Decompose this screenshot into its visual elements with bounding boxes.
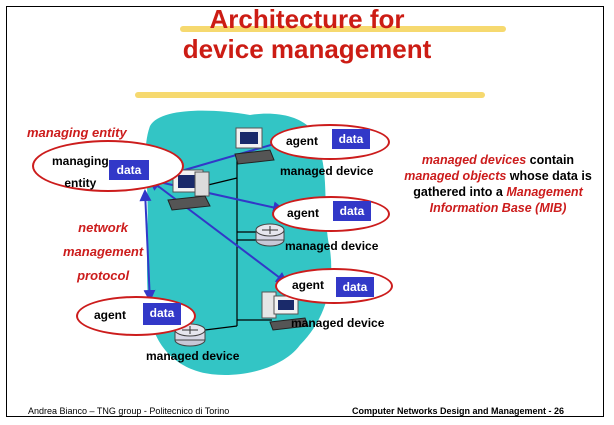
arrow-to-agent-3: [148, 178, 289, 285]
managing-entity-label: managing entity: [52, 154, 109, 190]
agent-label-1: agent: [286, 134, 319, 148]
protocol-label: network management protocol: [63, 220, 144, 283]
managed-device-label-2: managed device: [285, 239, 379, 253]
title-highlight-top: [180, 26, 506, 32]
agent-data-box-3: data: [336, 277, 374, 297]
agent-label-4: agent: [94, 308, 127, 322]
managed-device-label-4: managed device: [146, 349, 240, 363]
slide-title: Architecture for device management: [182, 4, 432, 64]
agent-label-3: agent: [292, 278, 325, 292]
agent-data-box-1: data: [332, 129, 370, 149]
managed-device-label-3: managed device: [291, 316, 385, 330]
arrow-to-agent-4: [139, 189, 156, 303]
computer-icon-top: [234, 127, 275, 165]
agent-data-box-2: data: [333, 201, 371, 221]
computer-icon-bottom: [261, 291, 309, 331]
footer-left: Andrea Bianco – TNG group - Politecnico …: [28, 406, 230, 416]
router-icon-middle: [255, 223, 285, 247]
managed-device-label-1: managed device: [280, 164, 374, 178]
managing-entity-caption: managing entity: [27, 125, 127, 140]
side-explanation: managed devices contain managed objects …: [404, 153, 592, 215]
managing-entity-node: [32, 140, 184, 192]
footer-right: Computer Networks Design and Management …: [352, 406, 565, 416]
managing-entity-data-box: data: [109, 160, 149, 180]
managing-computer-icon: [167, 169, 211, 211]
agent-node-1: [270, 124, 390, 160]
agent-data-box-4: data: [143, 303, 181, 325]
agent-label-2: agent: [287, 206, 320, 220]
title-highlight-bottom: [135, 92, 485, 98]
